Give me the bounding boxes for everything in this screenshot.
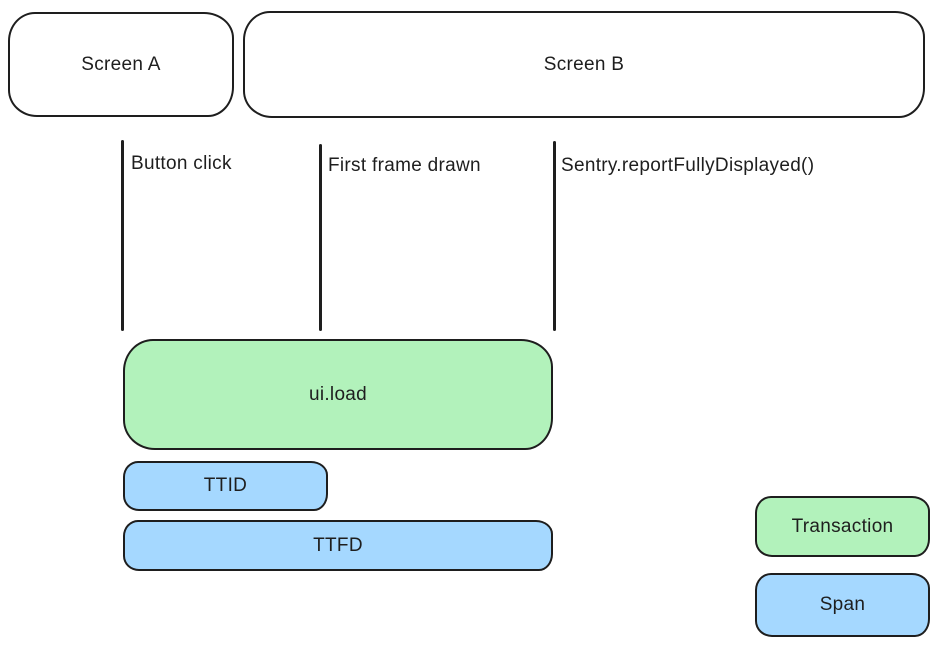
legend-span: Span (755, 573, 930, 637)
span-bar-ttid-label: TTID (203, 475, 248, 496)
legend-transaction-label: Transaction (791, 515, 894, 537)
transaction-bar-ui-load-label: ui.load (308, 383, 368, 405)
event-line-report-fully-displayed (553, 141, 556, 331)
legend-transaction: Transaction (755, 496, 930, 557)
event-label-first-frame-drawn: First frame drawn (328, 155, 481, 176)
event-label-report-fully-displayed: Sentry.reportFullyDisplayed() (561, 155, 815, 176)
screen-a-box: Screen A (8, 12, 234, 117)
span-bar-ttfd-label: TTFD (313, 534, 363, 556)
screen-b-box: Screen B (243, 11, 925, 118)
event-line-button-click (121, 140, 124, 331)
legend-span-label: Span (819, 594, 866, 615)
screen-a-label: Screen A (81, 53, 161, 75)
transaction-bar-ui-load: ui.load (123, 339, 553, 450)
span-bar-ttfd: TTFD (123, 520, 553, 571)
event-line-first-frame-drawn (319, 144, 322, 331)
screen-b-label: Screen B (543, 53, 625, 75)
event-label-button-click: Button click (131, 153, 232, 174)
span-bar-ttid: TTID (123, 461, 328, 511)
